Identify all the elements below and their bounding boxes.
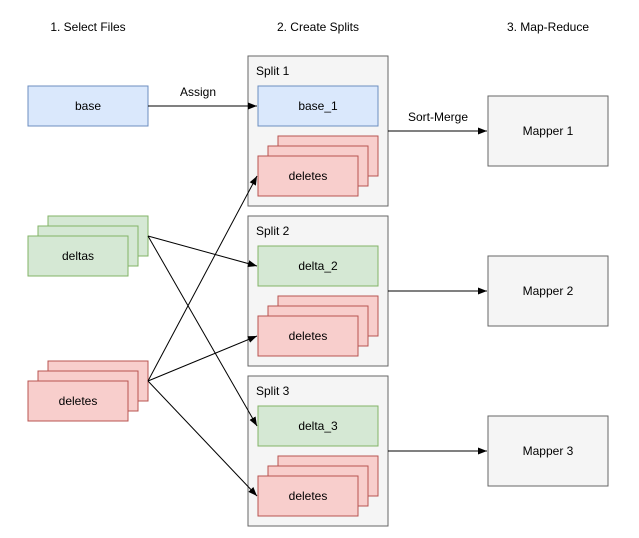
split-1-deletes-stack: deletes bbox=[257, 135, 379, 197]
deletes-file-label: deletes bbox=[59, 394, 98, 408]
split-1-file-label: base_1 bbox=[298, 99, 338, 113]
split-3-file-node: delta_3 bbox=[257, 405, 379, 447]
base-file-node: base bbox=[27, 85, 149, 127]
base-file-label: base bbox=[75, 99, 101, 113]
edge-sort-merge-label: Sort-Merge bbox=[408, 110, 468, 124]
split-2-deletes-label: deletes bbox=[289, 329, 328, 343]
split-2-title: Split 2 bbox=[256, 224, 290, 238]
mapper-2-node: Mapper 2 bbox=[487, 255, 609, 327]
step3-header: 3. Map-Reduce bbox=[507, 20, 589, 34]
deletes-file-stack: deletes bbox=[27, 360, 149, 422]
deltas-file-label: deltas bbox=[62, 249, 94, 263]
mapper-3-label: Mapper 3 bbox=[523, 444, 574, 458]
edge-assign-label: Assign bbox=[180, 85, 216, 99]
split-1-title: Split 1 bbox=[256, 64, 290, 78]
split-2-file-node: delta_2 bbox=[257, 245, 379, 287]
step2-header: 2. Create Splits bbox=[277, 20, 359, 34]
split-3-deletes-label: deletes bbox=[289, 489, 328, 503]
edge-deletes-to-split-2 bbox=[147, 335, 258, 382]
mapper-3-node: Mapper 3 bbox=[487, 415, 609, 487]
split-2-deletes-stack: deletes bbox=[257, 295, 379, 357]
split-3-title: Split 3 bbox=[256, 384, 290, 398]
split-2-file-label: delta_2 bbox=[298, 259, 338, 273]
split-3-file-label: delta_3 bbox=[298, 419, 338, 433]
edge-deletes-to-split-1 bbox=[147, 175, 258, 382]
edge-deletes-to-split-3 bbox=[147, 380, 258, 497]
split-1-file-node: base_1 bbox=[257, 85, 379, 127]
step1-header: 1. Select Files bbox=[50, 20, 125, 34]
mapper-1-node: Mapper 1 bbox=[487, 95, 609, 167]
mapper-2-label: Mapper 2 bbox=[523, 284, 574, 298]
mapper-1-label: Mapper 1 bbox=[523, 124, 574, 138]
deltas-file-stack: deltas bbox=[27, 215, 149, 277]
split-3-deletes-stack: deletes bbox=[257, 455, 379, 517]
edge-deltas-to-split-2 bbox=[147, 235, 258, 267]
edge-deltas-to-split-3 bbox=[147, 235, 258, 427]
split-1-deletes-label: deletes bbox=[289, 169, 328, 183]
